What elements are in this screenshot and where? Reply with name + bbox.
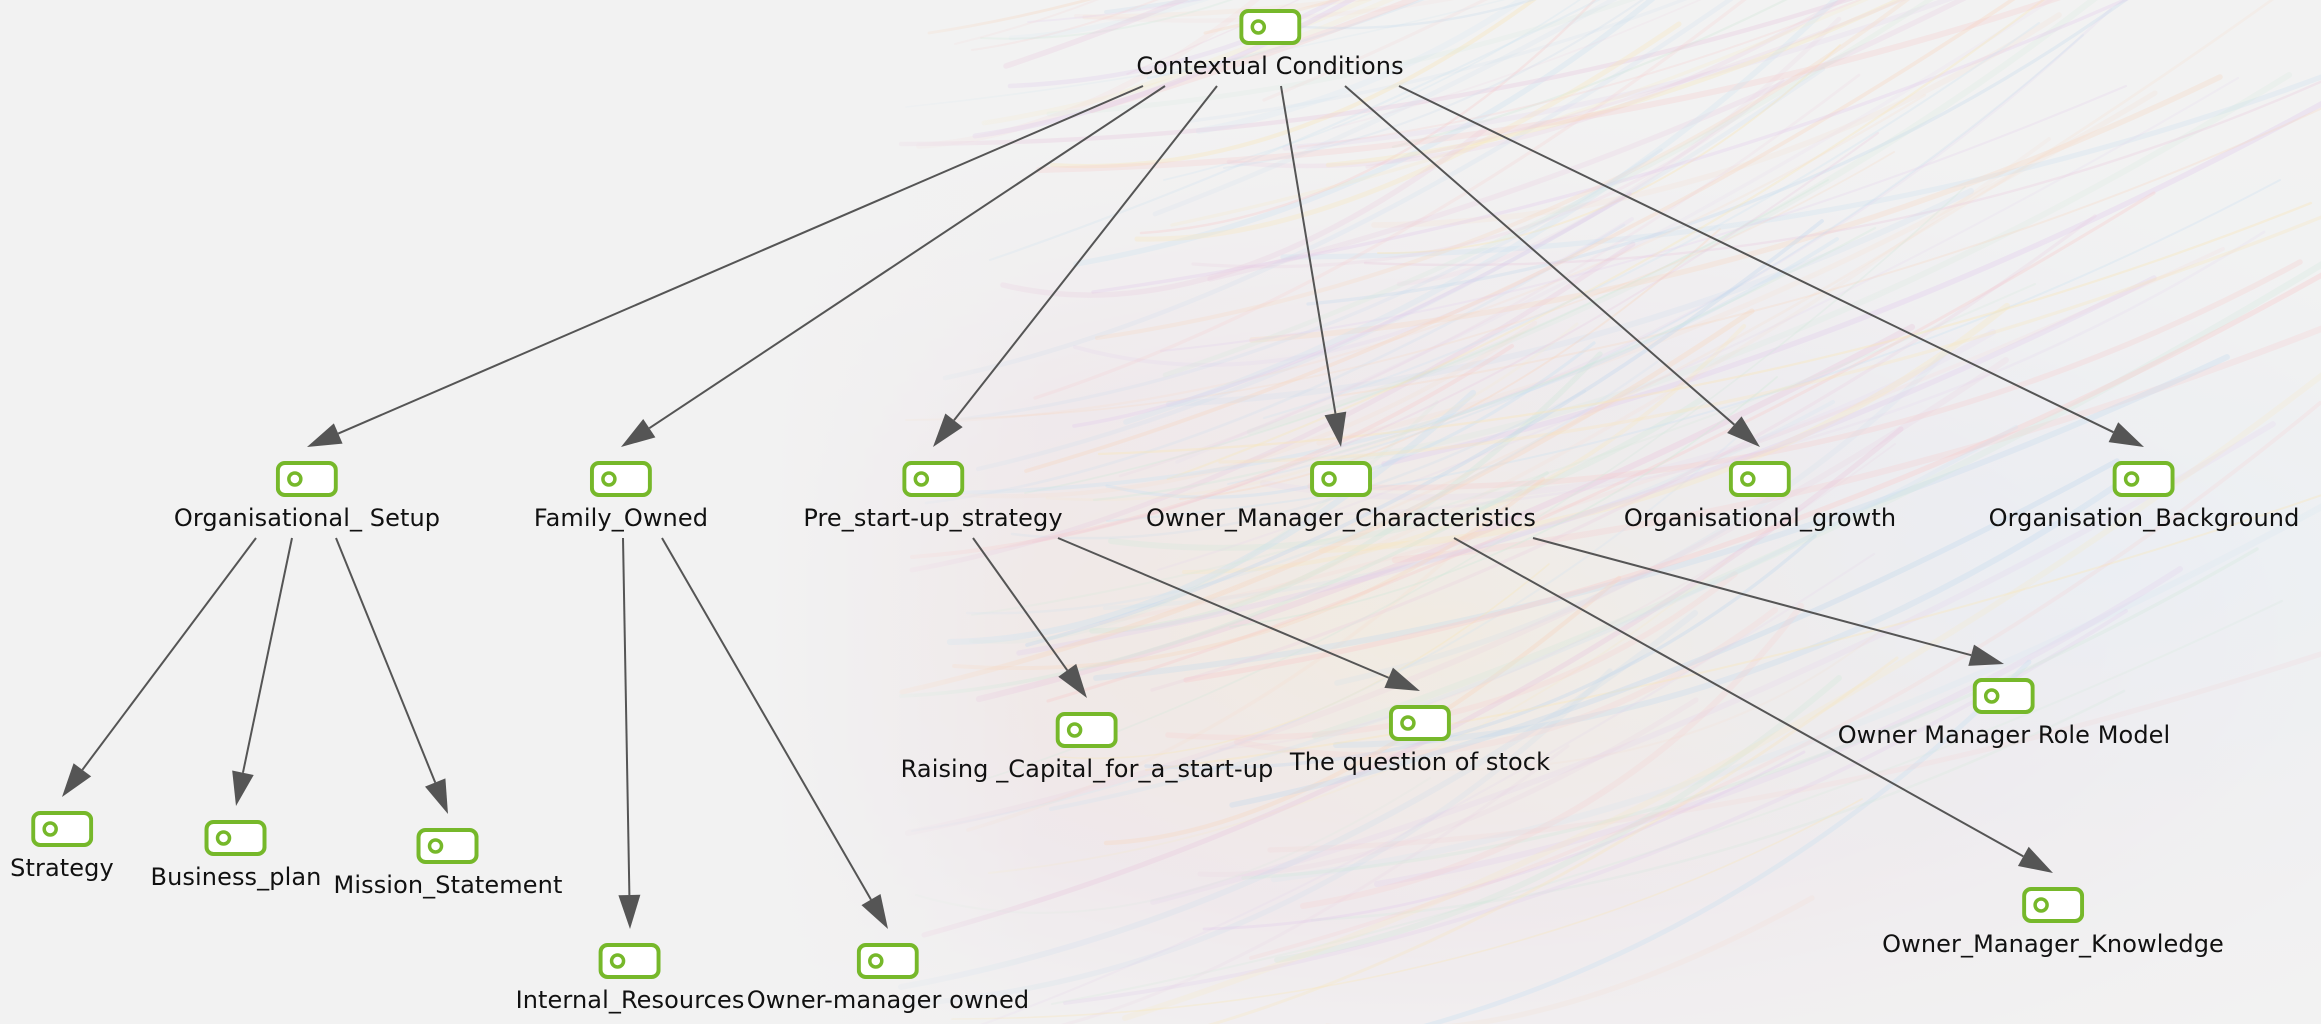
edge-organisational_setup-to-business_plan bbox=[241, 537, 293, 773]
node-organisation-background[interactable]: Organisation_Background bbox=[1989, 461, 2300, 530]
edge-pre_start_up_strategy-to-question_of_stock bbox=[1057, 537, 1390, 679]
arrowhead-owner_manager_owned bbox=[861, 894, 888, 929]
arrowhead-owner_manager_knowledge bbox=[2017, 846, 2053, 873]
node-label: Internal_Resources bbox=[515, 986, 745, 1014]
node-label: Organisational_ Setup bbox=[173, 504, 441, 532]
edge-owner_manager_characteristics-to-owner_manager_knowledge bbox=[1453, 537, 2024, 858]
arrowhead-internal_resources bbox=[618, 894, 641, 929]
node-label: Mission_Statement bbox=[333, 871, 563, 899]
code-icon bbox=[1055, 712, 1118, 748]
code-icon bbox=[2021, 887, 2084, 923]
edge-contextual_conditions-to-owner_manager_characteristics bbox=[1280, 85, 1337, 414]
edge-pre_start_up_strategy-to-raising_capital bbox=[972, 537, 1069, 671]
arrowhead-strategy bbox=[61, 763, 92, 797]
edge-contextual_conditions-to-family_owned bbox=[648, 85, 1166, 430]
edge-family_owned-to-owner_manager_owned bbox=[661, 537, 872, 901]
node-organisational-growth[interactable]: Organisational_growth bbox=[1624, 461, 1896, 530]
node-label: Contextual Conditions bbox=[1136, 52, 1404, 80]
node-label: Organisational_growth bbox=[1623, 504, 1897, 532]
node-label: Raising _Capital_for_a_start-up bbox=[900, 755, 1274, 783]
node-label: Owner_Manager_Knowledge bbox=[1882, 930, 2224, 958]
edge-organisational_setup-to-strategy bbox=[81, 537, 257, 771]
code-icon bbox=[902, 461, 964, 497]
edge-contextual_conditions-to-organisation_background bbox=[1398, 85, 2114, 434]
code-icon bbox=[204, 820, 267, 856]
code-icon bbox=[1310, 461, 1372, 497]
code-icon bbox=[599, 943, 661, 979]
edge-contextual_conditions-to-organisational_growth bbox=[1344, 85, 1735, 426]
node-owner-manager-owned[interactable]: Owner-manager owned bbox=[747, 943, 1029, 1012]
arrowhead-organisational_setup bbox=[307, 423, 343, 447]
code-icon bbox=[589, 461, 652, 497]
code-icon bbox=[856, 943, 919, 979]
code-icon bbox=[1728, 461, 1791, 497]
code-icon bbox=[1388, 705, 1451, 741]
code-icon bbox=[30, 811, 93, 847]
node-strategy[interactable]: Strategy bbox=[10, 811, 114, 880]
node-contextual-conditions[interactable]: Contextual Conditions bbox=[1136, 9, 1404, 80]
node-label: Owner_Manager_Characteristics bbox=[1146, 504, 1536, 532]
arrowhead-owner_manager_role_model bbox=[1968, 644, 2004, 666]
code-icon bbox=[1973, 678, 2035, 714]
edge-organisational_setup-to-mission_statement bbox=[335, 537, 437, 783]
code-icon bbox=[2112, 461, 2175, 497]
node-label: Pre_start-up_strategy bbox=[803, 504, 1063, 532]
node-mission-statement[interactable]: Mission_Statement bbox=[334, 828, 563, 897]
node-internal-resources[interactable]: Internal_Resources bbox=[516, 943, 745, 1012]
arrowhead-organisational_growth bbox=[1727, 416, 1760, 447]
arrowhead-question_of_stock bbox=[1384, 667, 1420, 691]
node-label: Business_plan bbox=[150, 863, 322, 891]
arrowhead-pre_start_up_strategy bbox=[933, 413, 963, 447]
node-owner-manager-role-model[interactable]: Owner Manager Role Model bbox=[1838, 678, 2171, 747]
node-label: Owner Manager Role Model bbox=[1837, 721, 2171, 749]
arrowhead-mission_statement bbox=[425, 778, 448, 814]
node-owner-manager-knowledge[interactable]: Owner_Manager_Knowledge bbox=[1882, 887, 2224, 956]
node-label: The question of stock bbox=[1289, 748, 1551, 776]
code-icon bbox=[1239, 9, 1301, 45]
node-question-of-stock[interactable]: The question of stock bbox=[1290, 705, 1550, 774]
node-label: Owner-manager owned bbox=[746, 986, 1030, 1014]
code-icon bbox=[276, 461, 338, 497]
arrowhead-family_owned bbox=[620, 419, 656, 447]
node-organisational-setup[interactable]: Organisational_ Setup bbox=[174, 461, 440, 530]
edge-contextual_conditions-to-pre_start_up_strategy bbox=[953, 85, 1218, 421]
arrowhead-raising_capital bbox=[1058, 663, 1087, 698]
edge-family_owned-to-internal_resources bbox=[622, 537, 631, 896]
node-owner-manager-characteristics[interactable]: Owner_Manager_Characteristics bbox=[1146, 461, 1536, 530]
node-business-plan[interactable]: Business_plan bbox=[151, 820, 322, 889]
node-label: Strategy bbox=[10, 854, 114, 882]
node-raising-capital[interactable]: Raising _Capital_for_a_start-up bbox=[901, 712, 1274, 781]
node-label: Family_Owned bbox=[533, 504, 709, 532]
node-pre-start-up-strategy[interactable]: Pre_start-up_strategy bbox=[803, 461, 1063, 532]
node-label: Organisation_Background bbox=[1988, 504, 2300, 532]
edge-owner_manager_characteristics-to-owner_manager_role_model bbox=[1532, 537, 1972, 657]
arrowhead-organisation_background bbox=[2108, 422, 2144, 447]
edge-contextual_conditions-to-organisational_setup bbox=[337, 85, 1144, 435]
code-icon bbox=[416, 828, 479, 864]
arrowhead-owner_manager_characteristics bbox=[1324, 411, 1347, 447]
node-family-owned[interactable]: Family_Owned bbox=[534, 461, 708, 530]
arrowhead-business_plan bbox=[232, 770, 254, 806]
